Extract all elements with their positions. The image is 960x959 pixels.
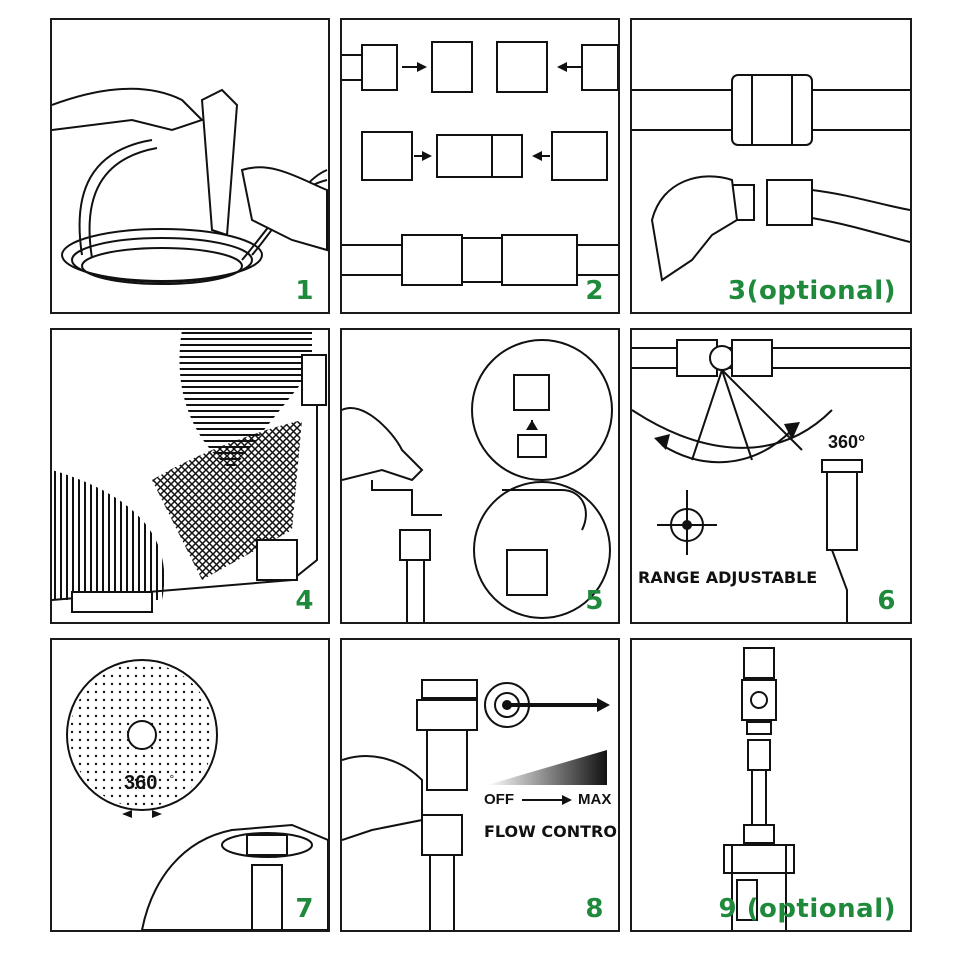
rotation-360-text: 360 <box>124 772 158 794</box>
off-label: OFF <box>484 791 514 808</box>
step-panel-4: 4 <box>50 328 330 624</box>
step-number-4: 4 <box>295 586 314 616</box>
step-number-1: 1 <box>295 276 314 306</box>
step-panel-5: 5 <box>340 328 620 624</box>
max-label: MAX <box>578 791 612 808</box>
connector-assembly-illustration <box>342 41 618 286</box>
faucet-connection-illustration <box>342 339 613 622</box>
step-number-2: 2 <box>585 276 604 306</box>
step-number-3: 3(optional) <box>728 276 896 306</box>
step-panel-2: 2 <box>340 18 620 314</box>
step-panel-9: 9 (optional) <box>630 638 912 932</box>
step-number-5: 5 <box>585 586 604 616</box>
flow-control-label: FLOW CONTROL <box>484 822 620 841</box>
step-panel-7: 360 ° 7 <box>50 638 330 932</box>
step-number-6: 6 <box>877 586 896 616</box>
step-number-8: 8 <box>585 894 604 924</box>
hose-cutting-illustration <box>52 87 328 285</box>
end-cap-illustration <box>632 74 910 282</box>
range-adjustable-label: RANGE ADJUSTABLE <box>638 568 818 587</box>
step-number-9: 9 (optional) <box>718 894 896 924</box>
step-panel-3: 3(optional) <box>630 18 912 314</box>
rotation-360-label-7: 360 ° <box>124 772 174 795</box>
full-circle-spray-illustration <box>66 659 328 930</box>
step-panel-1: 1 <box>50 18 330 314</box>
step-panel-6: 360° RANGE ADJUSTABLE 6 <box>630 328 912 624</box>
degree-symbol: ° <box>169 772 175 786</box>
rotation-360-label: 360° <box>828 432 866 452</box>
riser-extension-illustration <box>723 647 795 930</box>
step-number-7: 7 <box>295 894 314 924</box>
flow-control-illustration <box>342 679 610 930</box>
range-adjust-illustration <box>632 339 910 622</box>
step-panel-8: OFF MAX FLOW CONTROL 8 <box>340 638 620 932</box>
spray-coverage-illustration <box>52 330 327 613</box>
